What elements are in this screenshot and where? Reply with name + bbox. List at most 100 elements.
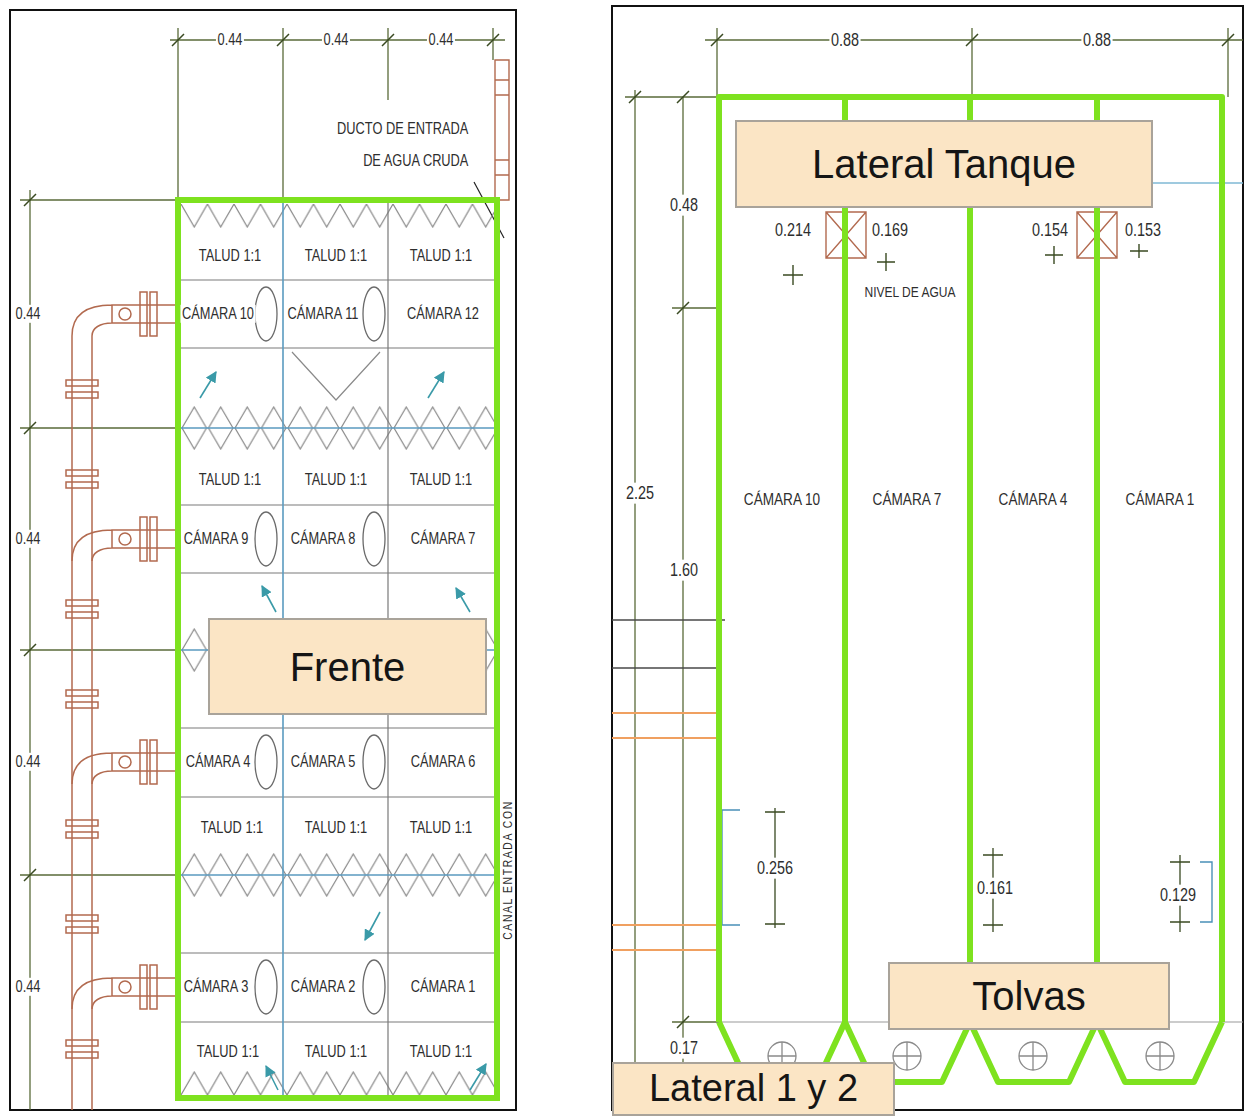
slope-label: TALUD 1:1 xyxy=(408,819,474,837)
callout-box: Lateral 1 y 2 xyxy=(612,1062,895,1116)
dimension-label: 0.129 xyxy=(1158,885,1197,906)
slope-label: TALUD 1:1 xyxy=(408,471,474,489)
chamber-grid xyxy=(178,200,497,1098)
dimension-label: 0.153 xyxy=(1123,220,1162,241)
orifice xyxy=(255,287,277,341)
callout-text: Tolvas xyxy=(972,973,1085,1019)
flow-arrow xyxy=(200,372,216,398)
dimension-tick xyxy=(629,91,689,1096)
water-level-label: NIVEL DE AGUA xyxy=(863,283,957,300)
dimension-line xyxy=(705,28,1243,97)
slope-label: TALUD 1:1 xyxy=(303,819,369,837)
dimension-label: 0.88 xyxy=(829,30,860,51)
slope-label: TALUD 1:1 xyxy=(195,1043,261,1061)
dimension-label: 0.44 xyxy=(14,978,42,996)
reference-line xyxy=(612,620,725,668)
slope-line xyxy=(292,352,380,400)
slope-label: TALUD 1:1 xyxy=(408,1043,474,1061)
chamber-label: CÁMARA 12 xyxy=(405,305,480,323)
chamber-label: CÁMARA 2 xyxy=(289,978,357,996)
dimension-label: 0.256 xyxy=(755,858,794,879)
chamber-label: CÁMARA 11 xyxy=(286,305,360,323)
highlight-outline xyxy=(178,200,497,1098)
dimension-label: 0.44 xyxy=(14,530,42,548)
dimension-line xyxy=(170,28,505,200)
orifice xyxy=(363,960,385,1014)
callout-box: Tolvas xyxy=(888,962,1170,1030)
chamber-label: CÁMARA 3 xyxy=(182,978,250,996)
flow-arrow xyxy=(428,372,444,398)
dimension-line xyxy=(20,190,178,1110)
highlight-outline xyxy=(719,97,1222,1082)
pipe xyxy=(72,740,178,784)
axis-line xyxy=(1153,182,1243,184)
callout-box: Lateral Tanque xyxy=(735,120,1153,208)
callout-text: Lateral Tanque xyxy=(812,141,1076,187)
orifice xyxy=(255,960,277,1014)
dimension-label: 0.161 xyxy=(975,878,1014,899)
chamber-label: CÁMARA 1 xyxy=(409,978,477,996)
slope-label: TALUD 1:1 xyxy=(197,247,263,265)
dimension-label: 0.48 xyxy=(668,195,699,216)
channel-label: CANAL ENTRADA CON xyxy=(501,799,514,942)
dimension-line xyxy=(765,808,1190,932)
slope-label: TALUD 1:1 xyxy=(197,471,263,489)
slope-label: TALUD 1:1 xyxy=(303,471,369,489)
dimension-label: 0.169 xyxy=(870,220,909,241)
slope-label: TALUD 1:1 xyxy=(408,247,474,265)
callout-text: Frente xyxy=(290,644,406,690)
dimension-label: 0.88 xyxy=(1081,30,1112,51)
dimension-label: 0.44 xyxy=(427,31,455,49)
flow-arrow xyxy=(470,1064,486,1090)
chamber-label: CÁMARA 5 xyxy=(289,753,357,771)
dimension-label: 0.214 xyxy=(773,220,812,241)
panel-frame xyxy=(612,6,1243,1110)
chamber-label: CÁMARA 10 xyxy=(180,305,255,323)
orifice xyxy=(255,735,277,789)
dimension-label: 0.44 xyxy=(216,31,244,49)
pipe-group xyxy=(66,292,178,1110)
orifice xyxy=(363,512,385,566)
flow-arrow xyxy=(456,588,470,612)
flow-arrow xyxy=(262,586,276,612)
chamber-label: CÁMARA 1 xyxy=(1124,490,1196,510)
chamber-label: CÁMARA 8 xyxy=(289,530,357,548)
dimension-label: 0.44 xyxy=(14,305,42,323)
pipe xyxy=(72,292,178,336)
slope-label: TALUD 1:1 xyxy=(303,247,369,265)
dimension-label: 0.44 xyxy=(14,753,42,771)
orifice xyxy=(363,735,385,789)
chamber-label: CÁMARA 7 xyxy=(409,530,477,548)
dimension-label: 0.44 xyxy=(322,31,350,49)
orifice xyxy=(255,512,277,566)
dimension-tick xyxy=(711,34,1234,46)
slope-label: TALUD 1:1 xyxy=(199,819,265,837)
callout-box: Frente xyxy=(208,618,487,715)
orifice xyxy=(363,287,385,341)
slope-triangles xyxy=(181,1071,494,1095)
riser-pipe xyxy=(66,336,98,1110)
dimension-line xyxy=(625,90,719,1105)
slope-label: TALUD 1:1 xyxy=(303,1043,369,1061)
callout-text: Lateral 1 y 2 xyxy=(649,1067,858,1111)
axis-line xyxy=(178,200,497,1098)
chamber-label: CÁMARA 9 xyxy=(182,530,250,548)
pipe xyxy=(72,517,178,561)
flow-arrow xyxy=(266,1066,278,1090)
pipe-line xyxy=(612,713,717,950)
flow-arrow xyxy=(365,912,380,940)
chamber-label: CÁMARA 4 xyxy=(997,490,1069,510)
dimension-label: 2.25 xyxy=(624,483,655,504)
chamber-label: CÁMARA 7 xyxy=(871,490,943,510)
chamber-label: CÁMARA 6 xyxy=(409,753,477,771)
dimension-label: 0.17 xyxy=(668,1038,699,1059)
dimension-label: 1.60 xyxy=(668,560,699,581)
note-label: DUCTO DE ENTRADA DE AGUA CRUDA xyxy=(318,113,470,177)
pipe xyxy=(72,965,178,1009)
panel-frame xyxy=(10,10,516,1110)
level-mark xyxy=(783,244,1148,285)
dimension-label: 0.154 xyxy=(1030,220,1069,241)
chamber-label: CÁMARA 10 xyxy=(742,490,822,510)
inlet-duct xyxy=(495,60,509,200)
